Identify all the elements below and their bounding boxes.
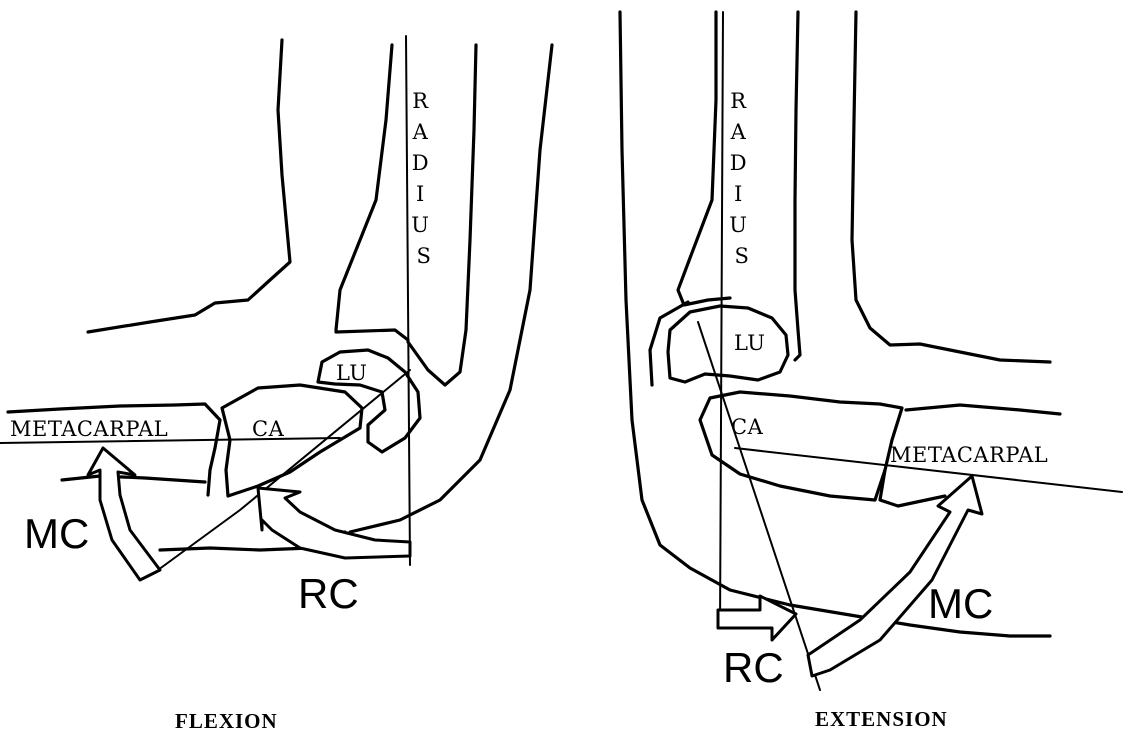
extension-outer-outline [620, 12, 1050, 636]
flexion-rc-label: RC [298, 570, 359, 617]
extension-radius-right-contour [795, 12, 800, 360]
flexion-proximal-palm [62, 476, 205, 482]
flexion-metacarpal-label: METACARPAL [10, 417, 168, 441]
flexion-lunate [318, 350, 420, 452]
extension-lunate [668, 306, 788, 382]
flexion-panel: R A D I U S LU CA METACARPAL MC RC FLEXI… [0, 36, 552, 733]
extension-radius-letter: U [729, 213, 747, 237]
extension-radius-letter: I [734, 182, 743, 206]
extension-lunate-label: LU [734, 331, 766, 355]
flexion-caption: FLEXION [175, 709, 278, 733]
extension-radius-axis [720, 12, 723, 628]
extension-radius-letter: A [730, 120, 747, 144]
extension-capitate-label: CA [731, 415, 764, 439]
extension-metacarpal-label: METACARPAL [890, 443, 1048, 467]
flexion-radius-letter: S [417, 244, 432, 268]
extension-caption: EXTENSION [815, 707, 948, 731]
flexion-ulna-outline [88, 40, 290, 332]
extension-rc-label: RC [723, 644, 784, 691]
flexion-dorsal-outline [350, 45, 552, 532]
flexion-lunate-label: LU [336, 361, 368, 385]
flexion-radius-axis [406, 36, 410, 565]
flexion-radius-letter: A [412, 120, 429, 144]
extension-ulna-contour [852, 12, 1050, 362]
flexion-mc-label: MC [24, 510, 89, 557]
flexion-radius-distal-surface [336, 330, 408, 340]
extension-mc-label: MC [928, 580, 993, 627]
extension-capitate-axis [698, 322, 820, 690]
flexion-capitate-label: CA [252, 417, 285, 441]
flexion-radius-letter: R [412, 89, 429, 113]
flexion-radius-label: R A D I U S [411, 89, 436, 268]
extension-panel: R A D I U S LU CA METACARPAL MC RC EXTEN… [620, 12, 1122, 731]
extension-radius-label: R A D I U S [729, 89, 754, 268]
flexion-mc-arrow [88, 448, 160, 580]
flexion-radius-letter: D [412, 151, 429, 175]
flexion-radius-letter: U [411, 213, 429, 237]
extension-radius-letter: D [730, 151, 747, 175]
extension-radius-letter: S [735, 244, 750, 268]
flexion-capitate [222, 385, 362, 496]
flexion-radius-letter: I [416, 182, 425, 206]
flexion-radius-left-contour [336, 45, 392, 330]
extension-capitate [700, 392, 902, 500]
extension-radius-letter: R [730, 89, 747, 113]
